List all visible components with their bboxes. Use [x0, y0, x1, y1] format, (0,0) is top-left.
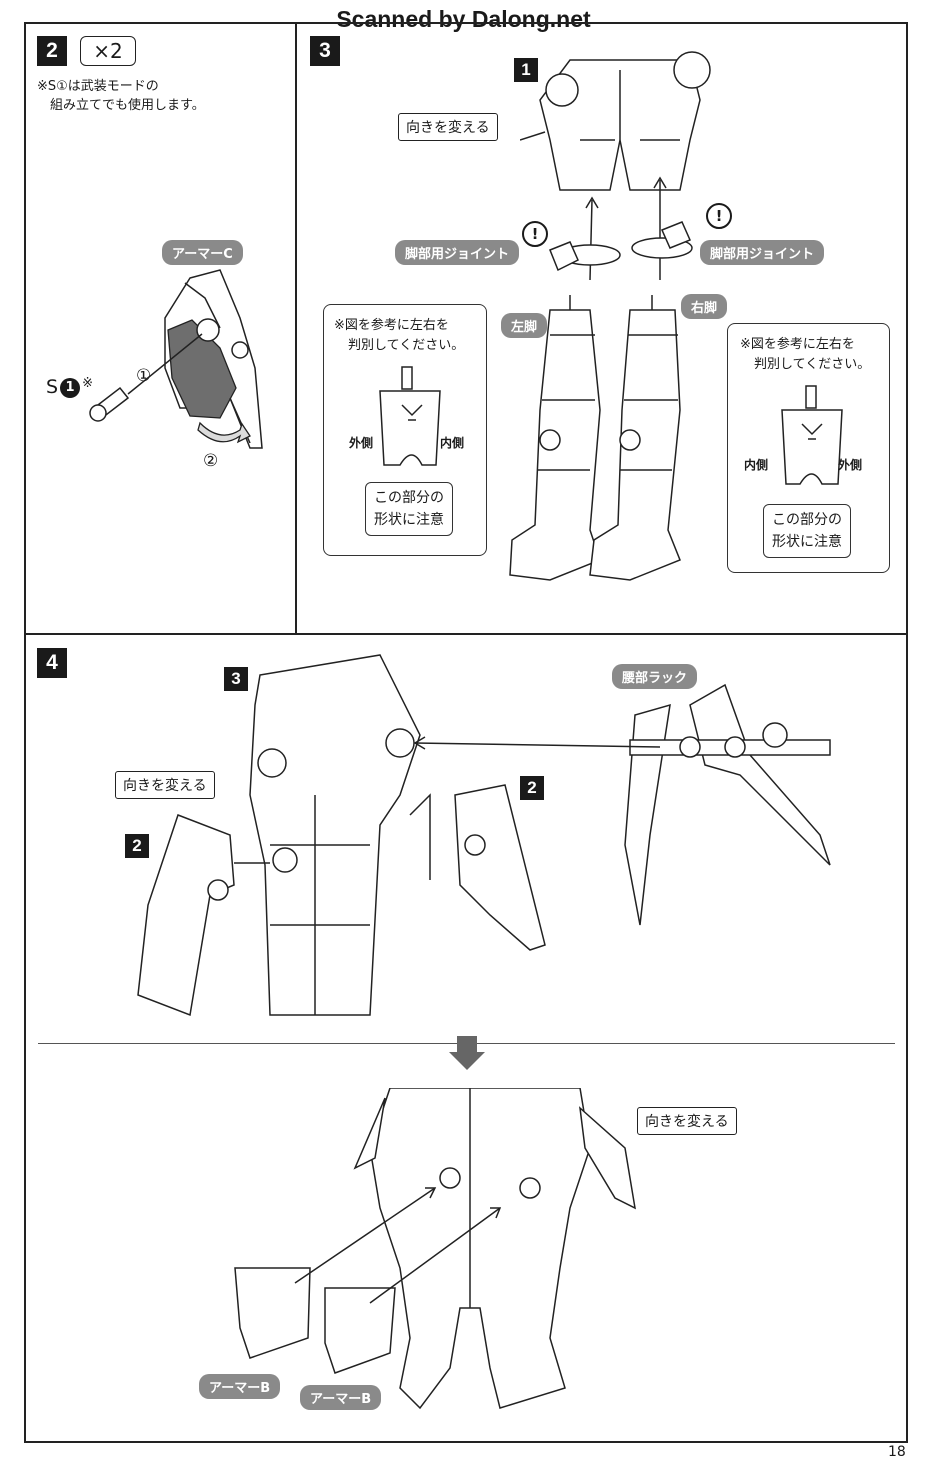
- step-4-turn-label-upper: 向きを変える: [115, 771, 215, 799]
- right-notice-line1: ※図を参考に左右を: [740, 337, 855, 352]
- left-inner-side: 内側: [440, 436, 465, 450]
- part-mark: ※: [82, 376, 93, 391]
- right-notice-line2: 判別してください。: [754, 357, 871, 372]
- right-caution-line2: 形状に注意: [772, 534, 842, 550]
- step-4-turn-label-lower: 向きを変える: [637, 1107, 737, 1135]
- right-leg-label: 右脚: [681, 294, 728, 319]
- step-3-number: 3: [310, 36, 340, 66]
- right-outer-side: 外側: [838, 458, 863, 472]
- armor-b-label-1: アーマーB: [199, 1374, 281, 1399]
- step-4-lower-illustration: [234, 1088, 636, 1410]
- right-caution-line1: この部分の: [772, 512, 842, 528]
- right-caution-box: この部分の 形状に注意: [763, 504, 851, 558]
- part-prefix: S: [46, 376, 59, 398]
- step-3-ref-1: 1: [514, 58, 538, 82]
- step-2-armor-illustration: [89, 269, 263, 449]
- left-notice-diagram: [379, 366, 441, 466]
- step-3-legs: [509, 295, 681, 581]
- step-4-upper-illustration: [137, 654, 831, 1017]
- warn-icon-right: !: [706, 203, 732, 229]
- step-4-ref-2-left: 2: [125, 834, 149, 858]
- left-caution-line1: この部分の: [374, 490, 444, 506]
- armor-b-label-2: アーマーB: [300, 1385, 382, 1410]
- watermark: Scanned by Dalong.net: [0, 6, 927, 33]
- step-4-ref-3: 3: [224, 667, 248, 691]
- step-2-number: 2: [37, 36, 67, 66]
- waist-rack-label: 腰部ラック: [612, 664, 698, 689]
- step-2-note-line2: 組み立てでも使用します。: [50, 98, 205, 113]
- part-circle-number: 1: [60, 378, 81, 398]
- left-caution-line2: 形状に注意: [374, 512, 444, 528]
- left-notice-line2: 判別してください。: [348, 338, 465, 353]
- substep-2: ②: [203, 451, 219, 471]
- substep-1: ①: [136, 366, 152, 386]
- leg-joint-label-left: 脚部用ジョイント: [395, 240, 520, 265]
- step-4-number: 4: [37, 648, 67, 678]
- step-3-leg-joints: [549, 176, 693, 281]
- step-3-turn-label: 向きを変える: [398, 113, 498, 141]
- left-notice-line1: ※図を参考に左右を: [334, 318, 449, 333]
- leg-joint-label-right: 脚部用ジョイント: [700, 240, 825, 265]
- page-number: 18: [888, 1444, 906, 1460]
- step-4-ref-2-mid: 2: [520, 776, 544, 800]
- left-caution-box: この部分の 形状に注意: [365, 482, 453, 536]
- right-inner-side: 内側: [744, 458, 769, 472]
- step-2-multiplier: ×2: [80, 36, 136, 66]
- left-outer-side: 外側: [349, 436, 374, 450]
- right-notice-diagram: [781, 385, 843, 485]
- step-3-upper-body: [520, 51, 711, 191]
- left-leg-label: 左脚: [501, 313, 548, 338]
- armor-c-label: アーマーC: [162, 240, 243, 265]
- warn-icon-left: !: [522, 221, 548, 247]
- step-2-note-line1: ※S①は武装モードの: [37, 79, 159, 94]
- step-4-panel: [24, 633, 908, 1443]
